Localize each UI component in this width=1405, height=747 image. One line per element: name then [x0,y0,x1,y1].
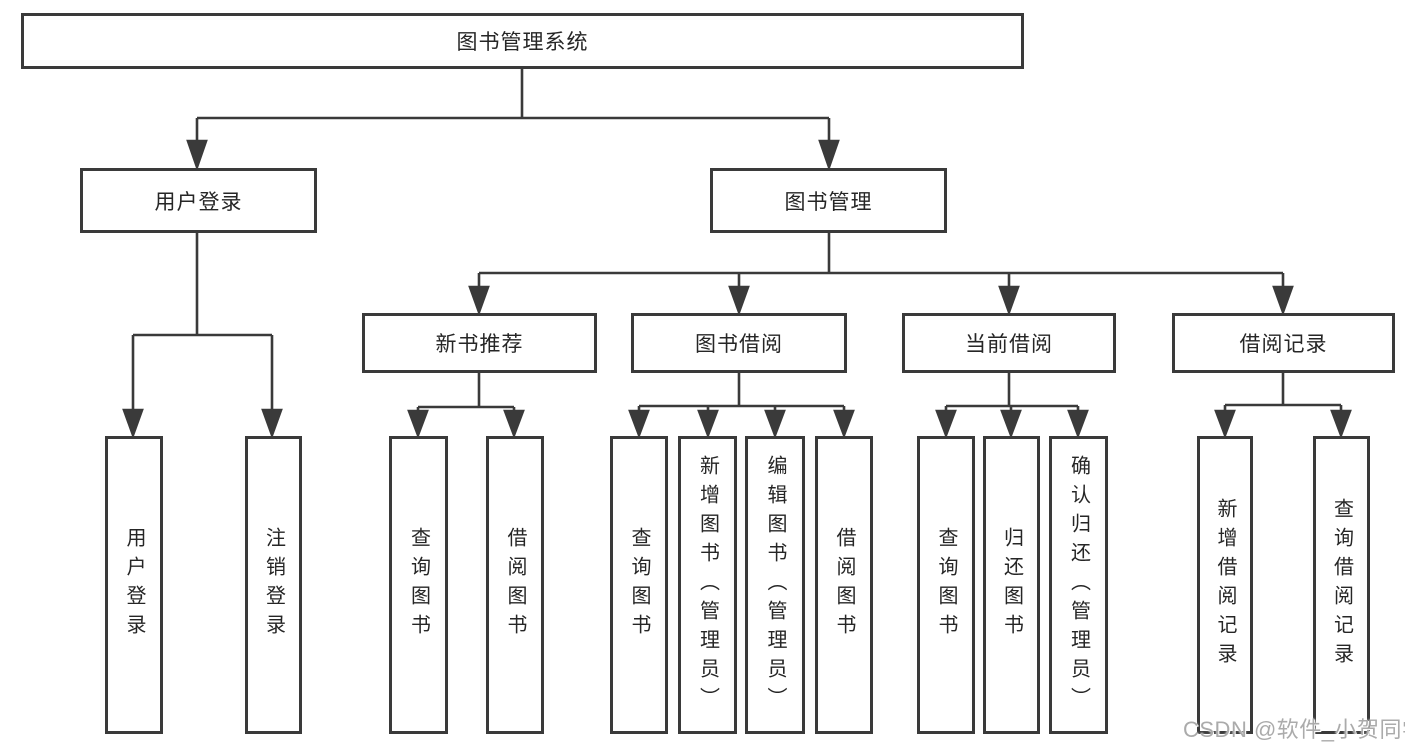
leaf-bb-edit-books-admin: 编辑图书（管理员） [745,436,805,734]
leaf-bb-query-books: 查询图书 [610,436,668,734]
leaf-nbr-borrow-books: 借阅图书 [486,436,544,734]
leaf-bb-add-books-admin: 新增图书（管理员） [678,436,737,734]
connector-root-to-level2 [186,69,840,171]
leaf-logout: 注销登录 [245,436,302,734]
leaf-nbr-borrow-books-label: 借阅图书 [504,527,526,643]
leaf-user-login: 用户登录 [105,436,163,734]
arrowhead-icon [1067,409,1089,439]
node-user-login-label: 用户登录 [154,190,243,214]
connector-user-login-to-leaves [122,233,283,439]
node-root: 图书管理系统 [21,13,1024,69]
leaf-cb-return-books: 归还图书 [983,436,1040,734]
arrowhead-icon [261,408,283,439]
arrowhead-icon [628,409,650,439]
arrowhead-icon [503,409,525,439]
leaf-br-query-record: 查询借阅记录 [1313,436,1370,734]
node-current-borrowing: 当前借阅 [902,313,1116,373]
leaf-cb-query-books: 查询图书 [917,436,975,734]
node-new-book-recommend-label: 新书推荐 [435,333,524,356]
connector-book-mgmt-to-level3 [468,233,1294,316]
node-borrowing-records: 借阅记录 [1172,313,1395,373]
leaf-cb-confirm-return-admin-label: 确认归还（管理员） [1067,454,1090,716]
leaf-nbr-query-books: 查询图书 [389,436,448,734]
leaf-bb-borrow-books-label: 借阅图书 [833,527,855,643]
arrowhead-icon [186,139,208,171]
node-root-label: 图书管理系统 [456,31,589,54]
leaf-bb-edit-books-admin-label: 编辑图书（管理员） [764,454,786,716]
leaf-cb-confirm-return-admin: 确认归还（管理员） [1049,436,1108,734]
arrowhead-icon [833,409,855,439]
leaf-cb-query-books-label: 查询图书 [935,527,957,643]
connector-current-borrow-to-leaves [935,373,1089,439]
watermark: CSDN @软件_小贺同学 [1183,717,1405,742]
leaf-cb-return-books-label: 归还图书 [1000,527,1023,643]
node-current-borrowing-label: 当前借阅 [965,333,1053,356]
arrowhead-icon [697,409,719,439]
leaf-br-add-record-label: 新增借阅记录 [1214,498,1236,672]
arrowhead-icon [468,285,490,316]
arrowhead-icon [818,139,840,171]
node-user-login: 用户登录 [80,168,317,233]
arrowhead-icon [728,285,750,316]
leaf-bb-query-books-label: 查询图书 [628,527,650,643]
leaf-br-query-record-label: 查询借阅记录 [1330,498,1353,672]
arrowhead-icon [998,285,1020,316]
node-book-borrowing-label: 图书借阅 [695,333,783,356]
connector-book-borrow-to-leaves [628,373,855,439]
node-book-management: 图书管理 [710,168,947,233]
node-borrowing-records-label: 借阅记录 [1239,333,1328,356]
leaf-bb-add-books-admin-label: 新增图书（管理员） [696,454,719,716]
node-book-management-label: 图书管理 [784,190,873,214]
connector-new-book-rec-to-leaves [407,373,525,439]
connector-borrow-records-to-leaves [1214,373,1352,439]
arrowhead-icon [1330,409,1352,439]
arrowhead-icon [1272,285,1294,316]
arrowhead-icon [407,409,429,439]
node-new-book-recommend: 新书推荐 [362,313,597,373]
arrowhead-icon [122,408,144,439]
leaf-br-add-record: 新增借阅记录 [1197,436,1253,734]
leaf-nbr-query-books-label: 查询图书 [407,527,430,643]
leaf-user-login-label: 用户登录 [123,527,145,643]
arrowhead-icon [935,409,957,439]
arrowhead-icon [764,409,786,439]
arrowhead-icon [1214,409,1236,439]
arrowhead-icon [1000,409,1022,439]
leaf-bb-borrow-books: 借阅图书 [815,436,873,734]
leaf-logout-label: 注销登录 [262,527,285,643]
node-book-borrowing: 图书借阅 [631,313,847,373]
